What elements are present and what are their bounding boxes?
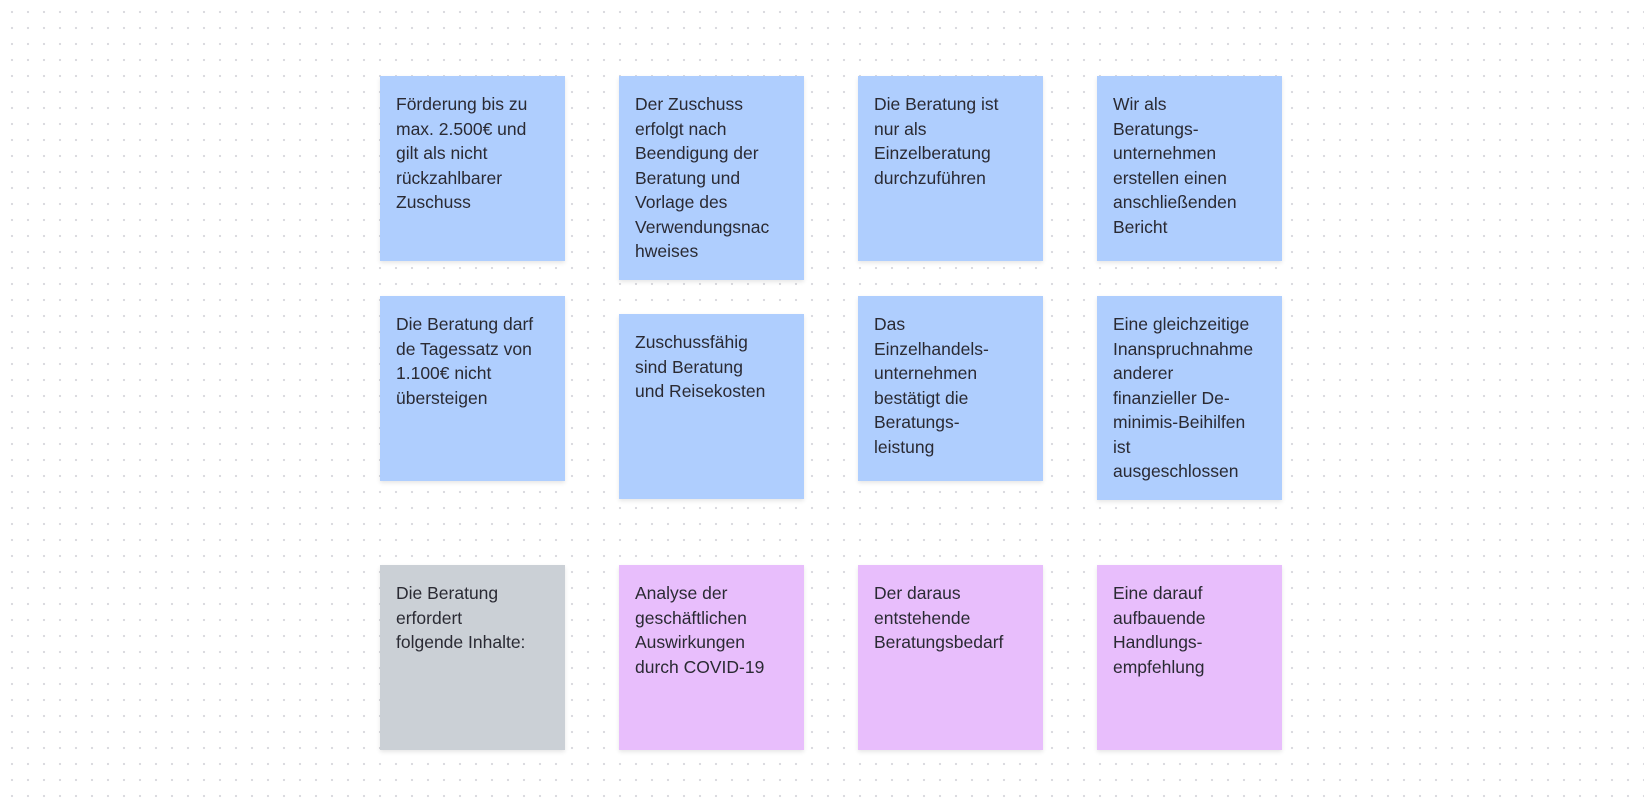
sticky-note-text: Analyse der geschäftlichen Auswirkungen … <box>635 583 765 677</box>
sticky-note-text: Die Beratung ist nur als Einzelberatung … <box>874 94 999 188</box>
sticky-note-text: Der Zuschuss erfolgt nach Beendigung der… <box>635 94 770 261</box>
sticky-note-beratungsbedarf[interactable]: Der daraus entstehende Beratungsbedarf <box>858 565 1043 750</box>
sticky-note-text: Eine gleichzeitige Inanspruchnahme ander… <box>1113 314 1254 481</box>
sticky-note-text: Eine darauf aufbauende Handlungs- empfeh… <box>1113 583 1206 677</box>
sticky-note-zuschuss-zeitpunkt[interactable]: Der Zuschuss erfolgt nach Beendigung der… <box>619 76 804 280</box>
sticky-note-bericht[interactable]: Wir als Beratungs- unternehmen erstellen… <box>1097 76 1282 261</box>
sticky-note-foerderung-betrag[interactable]: Förderung bis zu max. 2.500€ und gilt al… <box>380 76 565 261</box>
sticky-note-text: Die Beratung darf de Tagessatz von 1.100… <box>396 314 534 408</box>
sticky-note-bestaetigung[interactable]: Das Einzelhandels- unternehmen bestätigt… <box>858 296 1043 481</box>
sticky-note-text: Wir als Beratungs- unternehmen erstellen… <box>1113 94 1237 237</box>
sticky-note-text: Der daraus entstehende Beratungsbedarf <box>874 583 1004 652</box>
sticky-note-text: Förderung bis zu max. 2.500€ und gilt al… <box>396 94 528 212</box>
sticky-note-zuschussfaehige-kosten[interactable]: Zuschussfähig sind Beratung und Reisekos… <box>619 314 804 499</box>
sticky-note-tagessatz[interactable]: Die Beratung darf de Tagessatz von 1.100… <box>380 296 565 481</box>
sticky-note-text: Das Einzelhandels- unternehmen bestätigt… <box>874 314 989 457</box>
sticky-note-analyse[interactable]: Analyse der geschäftlichen Auswirkungen … <box>619 565 804 750</box>
sticky-note-handlungsempfehlung[interactable]: Eine darauf aufbauende Handlungs- empfeh… <box>1097 565 1282 750</box>
sticky-note-einzelberatung[interactable]: Die Beratung ist nur als Einzelberatung … <box>858 76 1043 261</box>
sticky-note-text: Die Beratung erfordert folgende Inhalte: <box>396 583 526 652</box>
sticky-note-text: Zuschussfähig sind Beratung und Reisekos… <box>635 332 766 401</box>
sticky-note-de-minimis[interactable]: Eine gleichzeitige Inanspruchnahme ander… <box>1097 296 1282 500</box>
sticky-note-inhalte-header[interactable]: Die Beratung erfordert folgende Inhalte: <box>380 565 565 750</box>
